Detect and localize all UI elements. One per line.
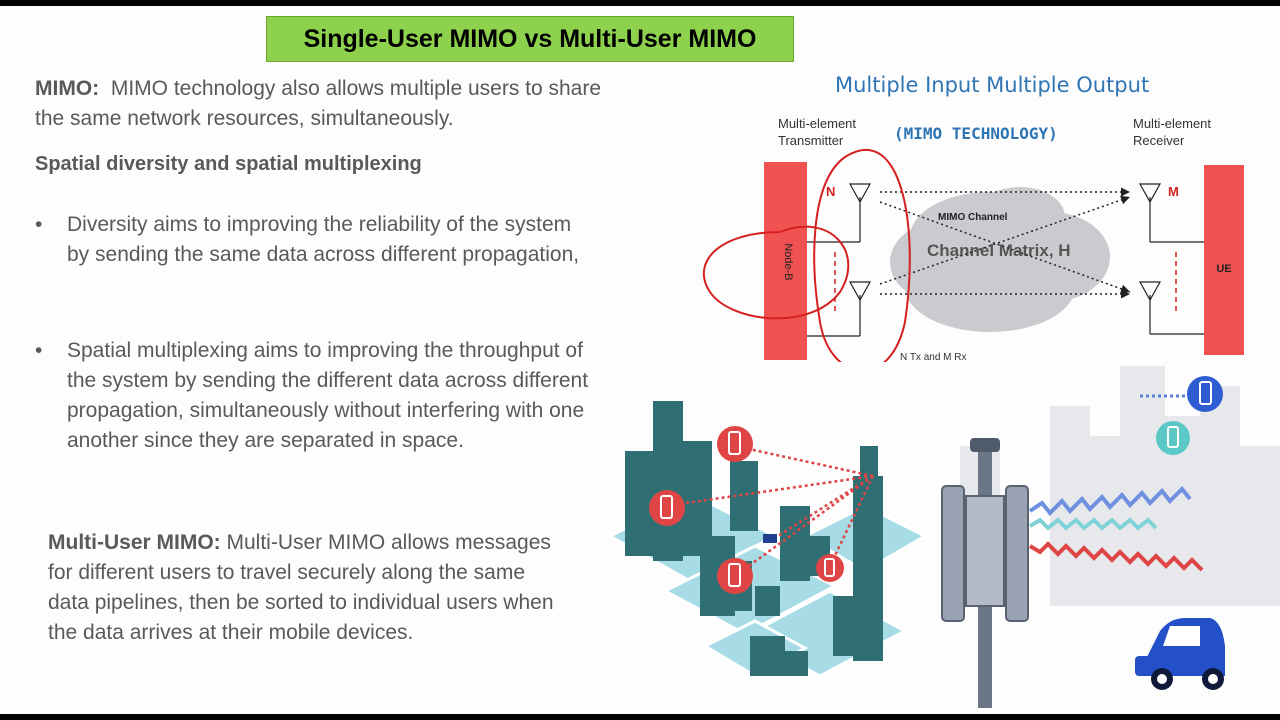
user-pins <box>649 426 844 594</box>
tower-illustration <box>941 366 1280 708</box>
channel-matrix-label: Channel Matrix, H <box>927 241 1071 260</box>
mu-mimo-text: Multi-User MIMO allows messages for diff… <box>48 531 554 644</box>
spatial-heading: Spatial diversity and spatial multiplexi… <box>35 153 422 175</box>
mimo-diagram: Multiple Input Multiple Output Multi-ele… <box>703 73 1244 362</box>
n-label: N <box>826 184 835 199</box>
city-buildings <box>625 401 883 676</box>
receiver-label-2: Receiver <box>1133 133 1185 148</box>
annotation-circle <box>813 149 911 362</box>
bullet-diversity: Diversity aims to improving the reliabil… <box>67 213 580 266</box>
slide-title: Single-User MIMO vs Multi-User MIMO <box>303 24 757 53</box>
bullet-marker: • <box>35 339 43 362</box>
bullet-marker: • <box>35 213 43 236</box>
signal-wave-cyan <box>1028 517 1158 531</box>
signal-wave-blue <box>1028 486 1192 516</box>
mimo-text: MIMO technology also allows multiple use… <box>35 77 602 130</box>
transmitter-label-2: Transmitter <box>778 133 844 148</box>
diagram-footer: N Tx and M Rx <box>900 352 967 362</box>
bullet-multiplexing: Spatial multiplexing aims to improving t… <box>67 339 589 452</box>
signal-wave-red <box>1028 541 1204 572</box>
user-pin-cyan <box>1156 421 1190 455</box>
node-b-block <box>764 162 807 360</box>
receiver-label-1: Multi-element <box>1133 116 1211 131</box>
cell-tower <box>941 438 1029 708</box>
car-icon <box>763 534 777 543</box>
city-illustration <box>606 401 929 678</box>
channel-cloud <box>890 187 1110 332</box>
diagram-heading: Multiple Input Multiple Output <box>835 73 1149 97</box>
mimo-paragraph: MIMO: MIMO technology also allows multip… <box>35 74 615 134</box>
diagram-subheading: (MIMO TECHNOLOGY) <box>894 124 1058 143</box>
mu-mimo-paragraph: Multi-User MIMO: Multi-User MIMO allows … <box>48 528 558 648</box>
slide: Single-User MIMO vs Multi-User MIMO MIMO… <box>0 6 1280 714</box>
mimo-label: MIMO: <box>35 77 100 100</box>
transmitter-label-1: Multi-element <box>778 116 856 131</box>
user-pin-blue <box>1187 376 1223 412</box>
signal-paths <box>664 444 875 578</box>
rx-antennas <box>1138 183 1204 335</box>
m-label: M <box>1168 184 1179 199</box>
tx-antennas <box>807 183 872 337</box>
mimo-channel-label: MIMO Channel <box>938 212 1008 223</box>
ue-label: UE <box>1216 263 1231 275</box>
mu-mimo-label: Multi-User MIMO: <box>48 531 221 554</box>
channel-arrows <box>879 187 1131 299</box>
annotation-circle <box>703 225 850 320</box>
car-icon <box>1135 618 1225 690</box>
node-b-label: Node-B <box>782 243 794 280</box>
title-banner: Single-User MIMO vs Multi-User MIMO <box>266 16 794 62</box>
ue-block <box>1204 165 1244 355</box>
